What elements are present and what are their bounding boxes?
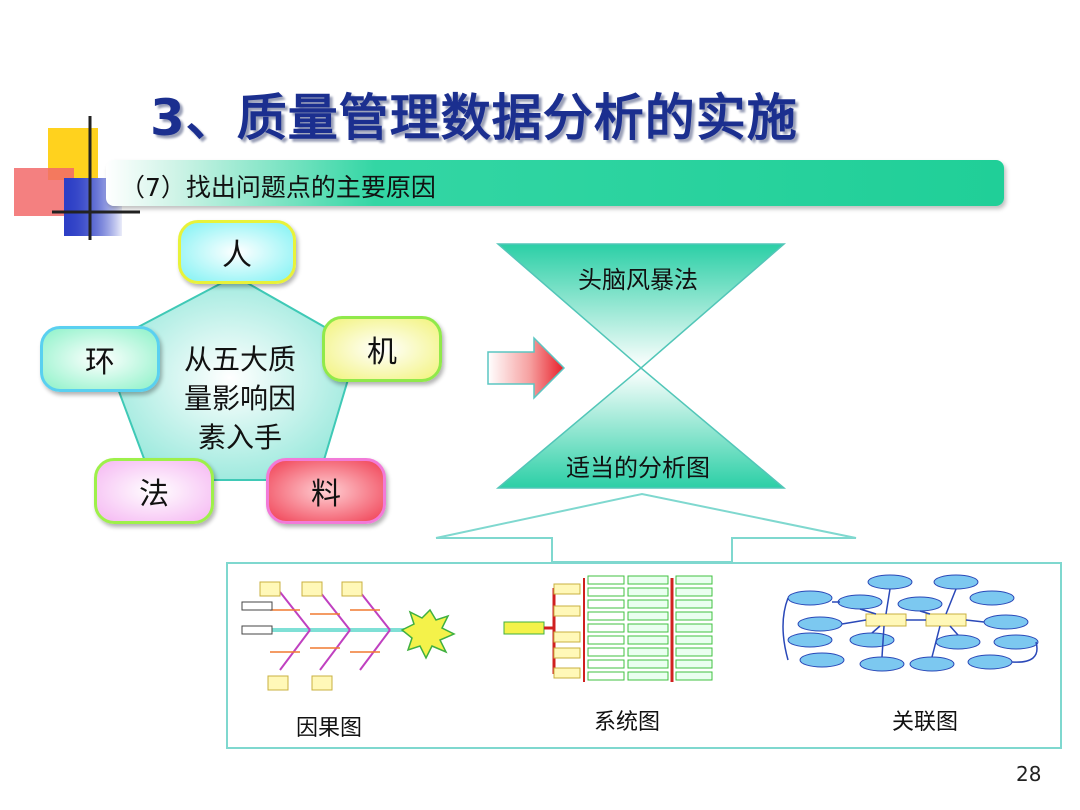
hourglass-shape — [495, 243, 787, 489]
relation-label: 关联图 — [892, 710, 959, 735]
right-arrow-icon — [487, 336, 566, 400]
subtitle: （7）找出问题点的主要原因 — [120, 173, 436, 202]
callout-connector — [435, 492, 857, 563]
node-ren: 人 — [178, 220, 296, 284]
node-fa-label: 法 — [139, 477, 169, 512]
node-huan: 环 — [40, 326, 160, 392]
node-liao-label: 料 — [311, 477, 341, 512]
hourglass-top-label: 头脑风暴法 — [578, 266, 698, 294]
fishbone-label: 因果图 — [296, 716, 363, 741]
fishbone-diagram — [241, 581, 456, 691]
relation-diagram — [782, 574, 1039, 672]
center-line-3: 素入手 — [197, 421, 282, 454]
node-fa: 法 — [94, 458, 214, 524]
node-ren-label: 人 — [222, 238, 252, 273]
node-ji-label: 机 — [367, 335, 397, 370]
node-huan-label: 环 — [85, 345, 115, 380]
slide-title: 3、质量管理数据分析的实施 — [150, 89, 798, 147]
node-liao: 料 — [266, 458, 386, 524]
center-line-1: 从五大质 — [183, 343, 296, 376]
subtitle-bar — [106, 160, 1004, 206]
pentagon-center-text: 从五大质 量影响因 素入手 — [170, 340, 310, 457]
tree-diagram — [503, 575, 713, 682]
node-ji: 机 — [322, 316, 442, 382]
tree-label: 系统图 — [594, 710, 661, 735]
center-line-2: 量影响因 — [183, 382, 296, 415]
page-number: 28 — [1016, 762, 1042, 786]
hourglass-bottom-label: 适当的分析图 — [566, 454, 710, 482]
